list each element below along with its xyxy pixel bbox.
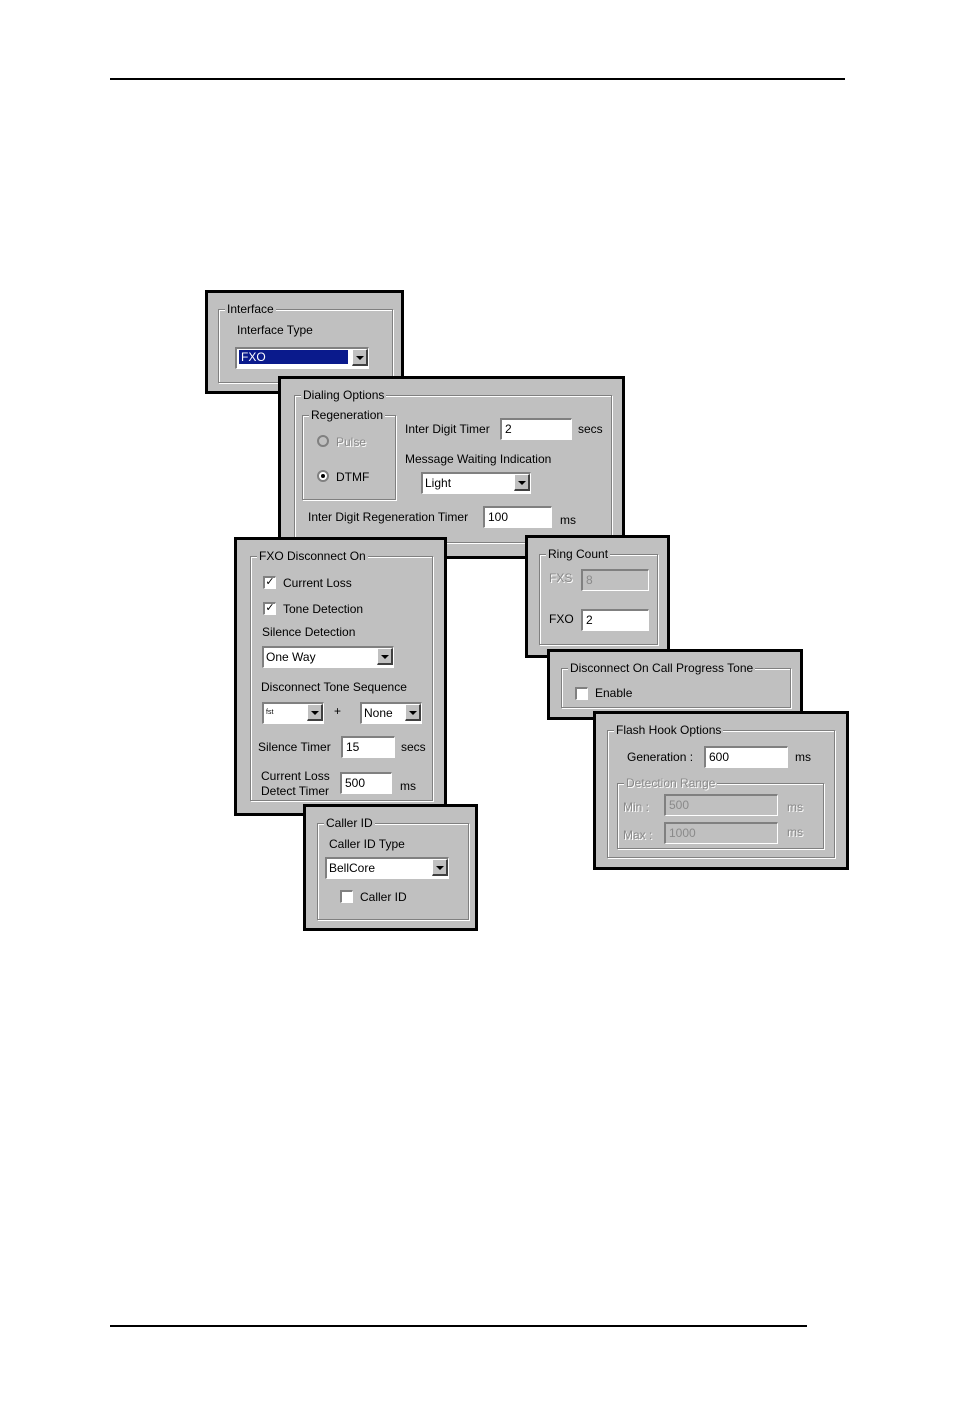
dtmf-label: DTMF (336, 470, 370, 484)
caller-id-group: Caller ID (317, 816, 469, 920)
interface-group: Interface (218, 302, 393, 383)
chevron-down-icon[interactable] (377, 648, 393, 665)
mwi-select[interactable]: Light (421, 472, 531, 494)
caller-id-type-value: BellCore (329, 861, 376, 875)
interface-type-value: FXO (238, 349, 349, 365)
caller-id-type-select[interactable]: BellCore (325, 857, 449, 879)
silence-detection-select[interactable]: One Way (262, 646, 394, 668)
dialing-options-group: Dialing Options (294, 388, 612, 543)
fxo-disconnect-group: FXO Disconnect On (250, 549, 433, 801)
mwi-value: Light (425, 476, 452, 490)
generation-unit: ms (795, 750, 811, 764)
max-input[interactable]: 1000 (664, 822, 778, 844)
caller-id-panel: Caller ID Caller ID Type BellCore Caller… (303, 804, 478, 931)
footer-rule (110, 1325, 807, 1327)
min-unit: ms (787, 800, 803, 814)
regen-timer-label: Inter Digit Regeneration Timer (308, 510, 469, 524)
current-loss-checkbox[interactable]: ✓ (263, 576, 276, 589)
call-progress-enable-checkbox[interactable] (575, 687, 588, 700)
caller-id-checkbox[interactable] (340, 890, 353, 903)
chevron-down-icon[interactable] (432, 859, 448, 876)
regen-timer-unit: ms (560, 513, 576, 527)
flash-hook-panel: Flash Hook Options Generation : 600 ms D… (593, 711, 849, 870)
interface-group-title: Interface (225, 302, 276, 316)
chevron-down-icon[interactable] (405, 704, 421, 721)
tone-sequence-second-select[interactable]: None (360, 702, 422, 724)
generation-label: Generation : (627, 750, 694, 764)
regeneration-group: Regeneration (302, 408, 396, 500)
checkmark-icon: ✓ (265, 602, 275, 614)
tone-sequence-label: Disconnect Tone Sequence (261, 680, 407, 694)
call-progress-enable-label: Enable (595, 686, 633, 700)
chevron-down-icon[interactable] (352, 349, 368, 366)
dialing-options-title: Dialing Options (301, 388, 387, 402)
current-loss-timer-label-1: Current Loss (261, 769, 330, 783)
silence-timer-input[interactable]: 15 (341, 736, 395, 758)
interface-type-label: Interface Type (237, 323, 313, 337)
tone-detection-checkbox[interactable]: ✓ (263, 602, 276, 615)
current-loss-timer-input[interactable]: 500 (340, 772, 392, 794)
caller-id-title: Caller ID (324, 816, 375, 830)
pulse-label: Pulse (336, 435, 367, 449)
max-unit: ms (787, 825, 803, 839)
fxo-label: FXO (549, 612, 574, 626)
min-label: Min : (623, 800, 650, 814)
inter-digit-timer-unit: secs (578, 422, 603, 436)
tone-detection-label: Tone Detection (283, 602, 364, 616)
dtmf-radio[interactable] (317, 470, 329, 482)
fxo-disconnect-panel: FXO Disconnect On ✓ Current Loss ✓ Tone … (234, 537, 447, 816)
regeneration-title: Regeneration (309, 408, 386, 422)
header-rule (110, 78, 845, 80)
call-progress-group: Disconnect On Call Progress Tone (561, 661, 791, 708)
chevron-down-icon[interactable] (514, 474, 530, 491)
silence-timer-unit: secs (401, 740, 426, 754)
ring-count-panel: Ring Count FXS 8 FXO 2 (525, 535, 670, 658)
max-label: Max : (623, 828, 653, 842)
mwi-label: Message Waiting Indication (405, 452, 552, 466)
call-progress-panel: Disconnect On Call Progress Tone Enable (547, 649, 803, 720)
chevron-down-icon[interactable] (307, 704, 323, 721)
call-progress-title: Disconnect On Call Progress Tone (568, 661, 756, 675)
flash-hook-group: Flash Hook Options (607, 723, 835, 858)
fxo-input[interactable]: 2 (581, 609, 649, 631)
tone-sequence-second-value: None (364, 706, 393, 720)
tone-sequence-first-select[interactable]: fst (262, 702, 324, 724)
silence-detection-value: One Way (266, 650, 316, 664)
generation-input[interactable]: 600 (704, 746, 788, 768)
fxo-disconnect-title: FXO Disconnect On (257, 549, 368, 563)
tone-sequence-first-value: fst (266, 709, 274, 716)
pulse-radio[interactable] (317, 435, 329, 447)
fxs-input[interactable]: 8 (581, 569, 649, 591)
caller-id-enable-label: Caller ID (360, 890, 407, 904)
ring-count-title: Ring Count (546, 547, 611, 561)
inter-digit-timer-input[interactable]: 2 (500, 418, 572, 440)
flash-hook-title: Flash Hook Options (614, 723, 724, 737)
interface-type-select[interactable]: FXO (235, 347, 369, 369)
silence-timer-label: Silence Timer (258, 740, 331, 754)
min-input[interactable]: 500 (664, 794, 778, 816)
fxs-label: FXS (549, 571, 573, 585)
checkmark-icon: ✓ (265, 576, 275, 588)
regen-timer-input[interactable]: 100 (483, 506, 552, 528)
detection-range-title: Detection Range (624, 776, 718, 790)
current-loss-label: Current Loss (283, 576, 352, 590)
current-loss-timer-label-2: Detect Timer (261, 784, 330, 798)
caller-id-type-label: Caller ID Type (329, 837, 405, 851)
tone-sequence-plus: + (334, 704, 342, 718)
inter-digit-timer-label: Inter Digit Timer (405, 422, 490, 436)
detection-range-group: Detection Range (617, 776, 824, 849)
current-loss-timer-unit: ms (400, 779, 416, 793)
dialing-options-panel: Dialing Options Regeneration Pulse DTMF … (278, 376, 625, 559)
ring-count-group: Ring Count (539, 547, 658, 645)
silence-detection-label: Silence Detection (262, 625, 356, 639)
